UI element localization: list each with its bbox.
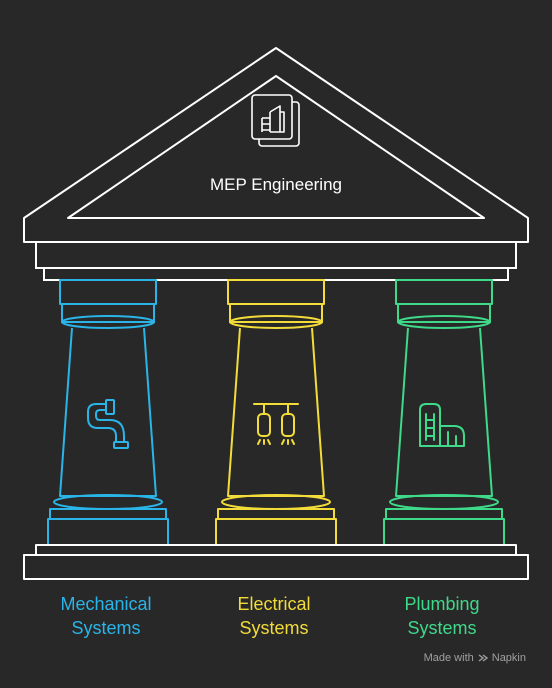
napkin-brand-text: Napkin [491,652,526,664]
pipe-icon [87,399,129,449]
made-with-text: Made with [423,652,474,664]
pillar-electrical [215,279,337,546]
base [23,544,529,580]
label-electrical: Electrical Systems [184,592,364,640]
blueprint-icon [251,94,300,147]
label-mechanical: Mechanical Systems [16,592,196,640]
entablature [35,241,517,281]
roof [23,47,529,243]
label-electrical-line2: Systems [239,618,309,638]
diagram-title: MEP Engineering [210,175,342,194]
label-mechanical-line2: Systems [71,618,141,638]
label-plumbing: Plumbing Systems [352,592,532,640]
label-mechanical-line1: Mechanical [60,594,152,614]
building-icon [419,403,465,447]
pillar-plumbing [383,279,505,546]
label-plumbing-line1: Plumbing [404,594,480,614]
pillar-mechanical [47,279,169,546]
label-electrical-line1: Electrical [237,594,311,614]
label-plumbing-line2: Systems [407,618,477,638]
napkin-watermark[interactable]: Made with Napkin [424,652,526,664]
light-fixtures-icon [253,403,299,445]
napkin-logo-icon [478,654,488,662]
